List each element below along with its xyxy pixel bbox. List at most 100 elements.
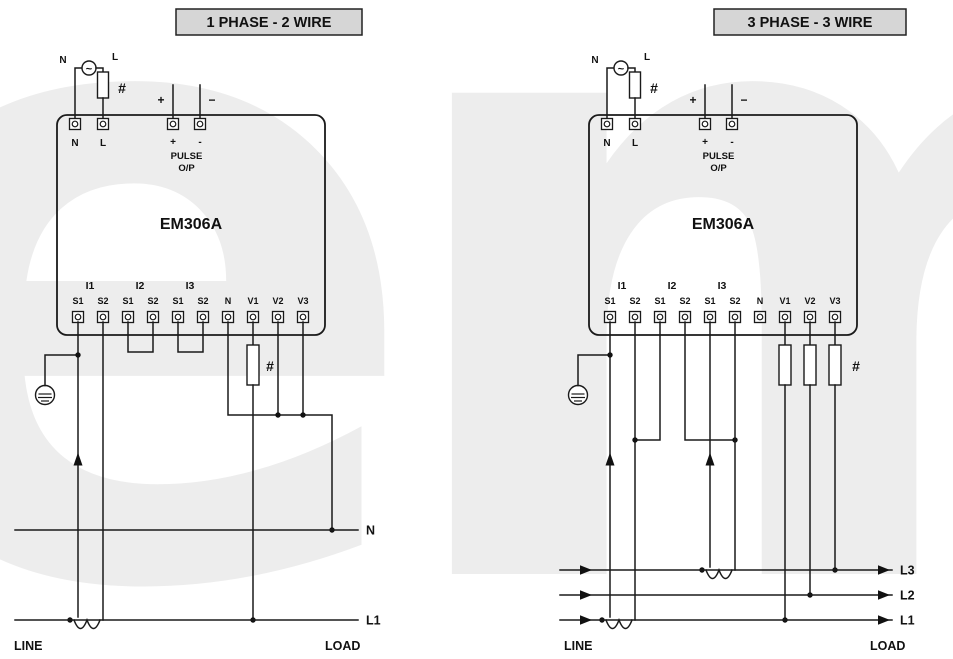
- aux-line-wire-top: [627, 67, 636, 73]
- terminal-screw: [166, 117, 180, 131]
- voltage-fuse: [828, 344, 842, 386]
- ct-group-label-i1: I1: [86, 280, 95, 292]
- terminal-screw: [96, 117, 110, 131]
- terminal-label-l: L: [632, 138, 638, 149]
- terminal-screw: [221, 310, 235, 324]
- terminal-label: V1: [779, 296, 790, 306]
- flow-arrow-icon: [580, 615, 592, 625]
- ct-coil: [73, 617, 101, 630]
- terminal-label-n: N: [603, 138, 610, 149]
- flow-arrow-icon: [878, 565, 890, 575]
- terminal-screw: [271, 310, 285, 324]
- junction-dot: [75, 352, 81, 358]
- aux-fuse-label: #: [118, 80, 126, 96]
- terminal-screw: [628, 117, 642, 131]
- terminal-label-minus: -: [198, 137, 201, 148]
- terminal-label: V2: [272, 296, 283, 306]
- pulse-plus-wire-label: +: [157, 93, 164, 107]
- title-banner-3p3w: 3 PHASE - 3 WIRE: [713, 8, 907, 36]
- load-side-label: LOAD: [870, 639, 905, 653]
- earth-ground-icon: [34, 384, 56, 406]
- device-box: [56, 114, 326, 336]
- terminal-label: S2: [729, 296, 740, 306]
- terminal-screw: [68, 117, 82, 131]
- ct-group-label-i1: I1: [618, 280, 627, 292]
- aux-n-label: N: [591, 55, 598, 66]
- pulse-plus-wire-label: +: [689, 93, 696, 107]
- terminal-screw: [803, 310, 817, 324]
- ct-coil: [605, 617, 633, 630]
- terminal-label: V2: [804, 296, 815, 306]
- terminal-label: V1: [247, 296, 258, 306]
- terminal-label: S2: [97, 296, 108, 306]
- terminal-label-plus: +: [170, 137, 176, 148]
- ct-group-label-i2: I2: [668, 280, 677, 292]
- flow-arrow-icon: [878, 615, 890, 625]
- ground-wire: [44, 354, 79, 387]
- ct-coil: [705, 567, 733, 580]
- aux-fuse-label: #: [650, 80, 658, 96]
- terminal-screw: [728, 310, 742, 324]
- terminal-screw: [725, 117, 739, 131]
- terminal-label-plus: +: [702, 137, 708, 148]
- voltage-fuse: [803, 344, 817, 386]
- pulse-name-label: PULSE: [703, 151, 735, 162]
- terminal-label: S2: [197, 296, 208, 306]
- i3-short-link: [177, 321, 204, 353]
- ground-wire: [577, 354, 611, 387]
- terminal-label: S2: [629, 296, 640, 306]
- terminal-label: S1: [704, 296, 715, 306]
- terminal-screw: [71, 310, 85, 324]
- flow-arrow-icon: [580, 565, 592, 575]
- terminal-screw: [703, 310, 717, 324]
- terminal-screw: [96, 310, 110, 324]
- device-box: [588, 114, 858, 336]
- terminal-screw: [196, 310, 210, 324]
- terminal-label: S1: [122, 296, 133, 306]
- line-label-l1: L1: [900, 614, 915, 628]
- load-side-label: LOAD: [325, 639, 360, 653]
- line-side-label: LINE: [564, 639, 592, 653]
- terminal-screw: [193, 117, 207, 131]
- i2-s2-link-wire: [684, 321, 736, 441]
- terminal-label-n: N: [71, 138, 78, 149]
- terminal-screw: [146, 310, 160, 324]
- pulse-output-label: O/P: [710, 163, 727, 174]
- terminal-screw: [171, 310, 185, 324]
- diagram-3p3w: 3 PHASE - 3 WIRE EM306A ~ N L # + −: [559, 8, 915, 653]
- line-label-n: N: [366, 524, 375, 538]
- aux-fuse: [628, 71, 642, 99]
- earth-ground-icon: [567, 384, 589, 406]
- terminal-label: N: [757, 296, 764, 306]
- pulse-minus-wire-label: −: [208, 93, 215, 107]
- line-label-l2: L2: [900, 589, 915, 603]
- title-text: 1 PHASE - 2 WIRE: [207, 15, 332, 31]
- pulse-name-label: PULSE: [171, 151, 203, 162]
- aux-fuse: [96, 71, 110, 99]
- current-flow-arrow-icon: [705, 452, 715, 466]
- terminal-screw: [603, 310, 617, 324]
- model-label: EM306A: [692, 216, 755, 233]
- model-label: EM306A: [160, 216, 223, 233]
- terminal-label-l: L: [100, 138, 106, 149]
- current-flow-arrow-icon: [73, 452, 83, 466]
- pulse-output-label: O/P: [178, 163, 195, 174]
- terminal-label: S1: [72, 296, 83, 306]
- junction-dot: [275, 412, 281, 418]
- terminal-label: V3: [297, 296, 308, 306]
- aux-neutral-wire: [606, 67, 615, 119]
- terminal-screw: [296, 310, 310, 324]
- voltage-fuse-label: #: [852, 358, 860, 374]
- title-text: 3 PHASE - 3 WIRE: [748, 15, 873, 31]
- pulse-minus-wire-label: −: [740, 93, 747, 107]
- terminal-label-minus: -: [730, 137, 733, 148]
- title-banner-box: [713, 8, 907, 36]
- terminal-screw: [121, 310, 135, 324]
- voltage-fuse: [778, 344, 792, 386]
- terminal-label: V3: [829, 296, 840, 306]
- ct-group-label-i3: I3: [718, 280, 727, 292]
